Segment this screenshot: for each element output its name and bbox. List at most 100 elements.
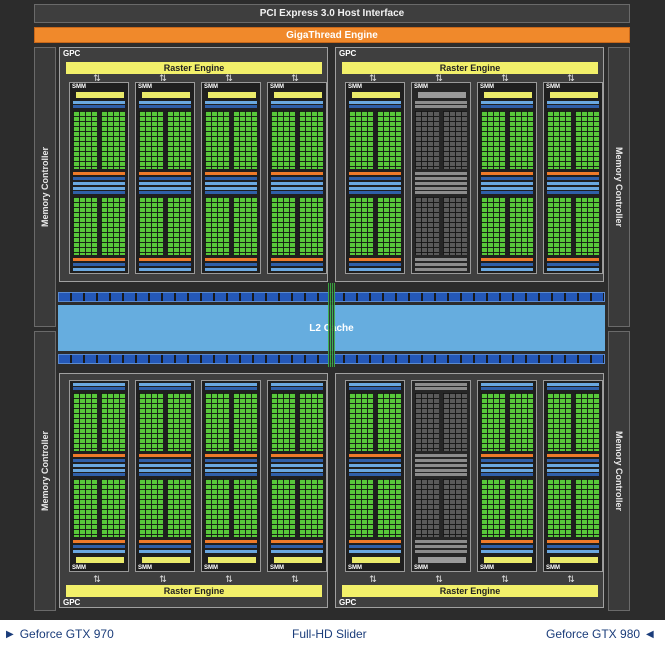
smm-bar (349, 177, 401, 180)
smm-bar (73, 454, 125, 457)
core-column (233, 111, 257, 169)
smm-bar (547, 469, 599, 472)
smm-bar (349, 464, 401, 467)
smm-bar (481, 182, 533, 185)
smm-bar (349, 187, 401, 190)
smm-3: SMM (201, 380, 261, 572)
smm-label: SMM (414, 84, 428, 90)
smm-bar (139, 545, 191, 548)
cuda-core-array (205, 479, 257, 537)
bidirectional-arrow-icon: ⇅ (435, 73, 443, 83)
smm-bar (271, 101, 323, 104)
memory-controller-bottom-right: Memory Controller (608, 331, 630, 611)
core-column (167, 479, 191, 537)
core-column (377, 393, 401, 451)
smm-bar (271, 191, 323, 194)
triangle-left-icon: ◀ (646, 628, 654, 640)
smm-bar (415, 550, 467, 553)
smm-bar (547, 459, 599, 462)
smm-bar (481, 469, 533, 472)
cuda-core-array (73, 111, 125, 169)
smm-4: SMM (543, 380, 603, 572)
smm-1: SMM (69, 82, 129, 274)
smm-3: SMM (201, 82, 261, 274)
smm-bar (547, 182, 599, 185)
smm-2: SMM (411, 380, 471, 572)
core-column (73, 479, 97, 537)
smm-bar (205, 464, 257, 467)
smm-bar (271, 263, 323, 266)
core-column (205, 197, 229, 255)
smm-bar (205, 105, 257, 108)
smm-bar (73, 469, 125, 472)
smm-bar (415, 258, 467, 261)
core-column (101, 393, 125, 451)
core-column (415, 393, 439, 451)
cuda-core-array (271, 479, 323, 537)
smm-bar (415, 469, 467, 472)
smm-bar (349, 469, 401, 472)
core-column (547, 479, 571, 537)
core-column (443, 393, 467, 451)
smm-bar (73, 268, 125, 271)
cuda-core-array (481, 197, 533, 255)
smm-half (547, 187, 599, 273)
smm-bar (271, 387, 323, 390)
core-column (299, 111, 323, 169)
memory-controller-label: Memory Controller (40, 146, 51, 228)
memory-controller-top-left: Memory Controller (34, 47, 56, 327)
smm-bar (481, 177, 533, 180)
smm-half (73, 101, 125, 189)
smm-bar (547, 258, 599, 261)
cuda-core-array (481, 393, 533, 451)
smm-bar (205, 387, 257, 390)
smm-bar (271, 187, 323, 190)
smm-bar (205, 258, 257, 261)
cuda-core-array (415, 479, 467, 537)
gtx980-caption[interactable]: Geforce GTX 980 ◀ (546, 627, 654, 641)
smm-bar (481, 459, 533, 462)
gtx970-caption[interactable]: ▶ Geforce GTX 970 (6, 627, 114, 641)
smm-bar (205, 101, 257, 104)
core-column (575, 479, 599, 537)
smm-instruction-cache (550, 92, 598, 98)
smm-bar (349, 105, 401, 108)
smm-3: SMM (477, 380, 537, 572)
smm-bar (139, 459, 191, 462)
crossbar (328, 283, 335, 367)
bidirectional-arrow-icon: ⇅ (435, 574, 443, 584)
smm-bar (547, 191, 599, 194)
smm-bar (349, 550, 401, 553)
core-column (271, 393, 295, 451)
smm-bar (349, 545, 401, 548)
smm-bar (139, 454, 191, 457)
smm-bar (547, 454, 599, 457)
bidirectional-arrow-icon: ⇅ (93, 574, 101, 584)
core-column (139, 111, 163, 169)
bidirectional-arrow-icon: ⇅ (567, 73, 575, 83)
bidirectional-arrow-icon: ⇅ (159, 73, 167, 83)
memory-controller-label: Memory Controller (614, 430, 625, 512)
core-column (101, 479, 125, 537)
cuda-core-array (73, 393, 125, 451)
core-column (139, 197, 163, 255)
core-column (547, 393, 571, 451)
smm-bar (139, 258, 191, 261)
smm-bar (271, 258, 323, 261)
smm-bar (205, 545, 257, 548)
smm-half (271, 383, 323, 471)
smm-bar (73, 187, 125, 190)
smm-half (415, 187, 467, 273)
core-column (167, 111, 191, 169)
smm-bar (415, 105, 467, 108)
core-column (481, 393, 505, 451)
smm-half (205, 101, 257, 189)
core-column (205, 111, 229, 169)
smm-bar (73, 550, 125, 553)
smm-label: SMM (546, 84, 560, 90)
smm-bar (481, 263, 533, 266)
smm-bar (139, 268, 191, 271)
core-column (349, 111, 373, 169)
smm-bar (481, 464, 533, 467)
smm-bar (205, 268, 257, 271)
